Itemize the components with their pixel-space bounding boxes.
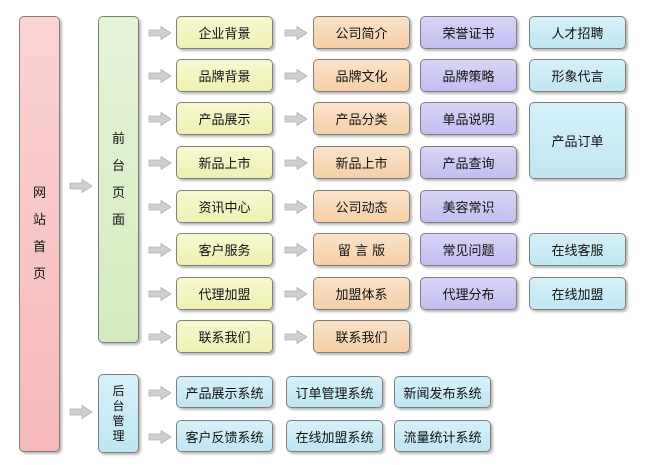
system-node: 客户反馈系统 bbox=[176, 420, 273, 452]
sub-node: 加盟体系 bbox=[313, 277, 410, 310]
sub-node: 公司简介 bbox=[313, 16, 410, 49]
root-char: 网 bbox=[32, 186, 46, 201]
category-node: 客户服务 bbox=[176, 233, 273, 266]
page-node: 美容常识 bbox=[420, 190, 517, 223]
back-char: 理 bbox=[112, 429, 125, 443]
system-node: 产品展示系统 bbox=[176, 376, 273, 408]
arrow-right-icon bbox=[69, 179, 93, 193]
back-char: 后 bbox=[112, 384, 125, 398]
root-char: 站 bbox=[32, 213, 46, 228]
front-char: 台 bbox=[111, 158, 125, 174]
extra-node: 形象代言 bbox=[529, 59, 626, 92]
extra-node: 产品订单 bbox=[529, 102, 626, 179]
arrow-right-icon bbox=[148, 69, 172, 83]
front-char: 面 bbox=[111, 212, 125, 228]
page-node: 常见问题 bbox=[420, 233, 517, 266]
root-char: 页 bbox=[32, 267, 46, 282]
page-node: 品牌策略 bbox=[420, 59, 517, 92]
arrow-right-icon bbox=[148, 430, 172, 444]
arrow-right-icon bbox=[148, 156, 172, 170]
system-node: 新闻发布系统 bbox=[394, 376, 491, 408]
arrow-right-icon bbox=[148, 26, 172, 40]
back-char: 管 bbox=[112, 414, 125, 428]
system-node: 订单管理系统 bbox=[286, 376, 383, 408]
arrow-right-icon bbox=[148, 200, 172, 214]
arrow-right-icon bbox=[284, 287, 308, 301]
extra-node: 在线客服 bbox=[529, 233, 626, 266]
root-char: 首 bbox=[32, 240, 46, 255]
sub-node: 联系我们 bbox=[313, 320, 410, 353]
arrow-right-icon bbox=[69, 405, 93, 419]
arrow-right-icon bbox=[148, 330, 172, 344]
arrow-right-icon bbox=[148, 287, 172, 301]
page-node: 产品查询 bbox=[420, 146, 517, 179]
arrow-right-icon bbox=[284, 243, 308, 257]
page-node: 荣誉证书 bbox=[420, 16, 517, 49]
arrow-right-icon bbox=[284, 69, 308, 83]
page-node: 代理分布 bbox=[420, 277, 517, 310]
category-node: 产品展示 bbox=[176, 102, 273, 135]
arrow-right-icon bbox=[148, 386, 172, 400]
system-node: 流量统计系统 bbox=[394, 420, 491, 452]
category-node: 代理加盟 bbox=[176, 277, 273, 310]
category-node: 联系我们 bbox=[176, 320, 273, 353]
page-node: 单品说明 bbox=[420, 102, 517, 135]
front-node: 前 台 页 面 bbox=[98, 16, 139, 343]
sub-node: 公司动态 bbox=[313, 190, 410, 223]
system-node: 在线加盟系统 bbox=[286, 420, 383, 452]
arrow-right-icon bbox=[148, 243, 172, 257]
sub-node: 品牌文化 bbox=[313, 59, 410, 92]
front-char: 前 bbox=[111, 131, 125, 147]
sub-node: 产品分类 bbox=[313, 102, 410, 135]
category-node: 资讯中心 bbox=[176, 190, 273, 223]
arrow-right-icon bbox=[148, 112, 172, 126]
extra-node: 在线加盟 bbox=[529, 277, 626, 310]
back-node: 后 台 管 理 bbox=[98, 374, 139, 453]
arrow-right-icon bbox=[284, 112, 308, 126]
front-char: 页 bbox=[111, 185, 125, 201]
category-node: 新品上市 bbox=[176, 146, 273, 179]
category-node: 品牌背景 bbox=[176, 59, 273, 92]
sub-node: 留 言 版 bbox=[313, 233, 410, 266]
arrow-right-icon bbox=[284, 156, 308, 170]
back-char: 台 bbox=[112, 399, 125, 413]
arrow-right-icon bbox=[284, 26, 308, 40]
category-node: 企业背景 bbox=[176, 16, 273, 49]
root-node: 网 站 首 页 bbox=[19, 16, 60, 452]
sub-node: 新品上市 bbox=[313, 146, 410, 179]
arrow-right-icon bbox=[284, 200, 308, 214]
arrow-right-icon bbox=[284, 330, 308, 344]
extra-node: 人才招聘 bbox=[529, 16, 626, 49]
